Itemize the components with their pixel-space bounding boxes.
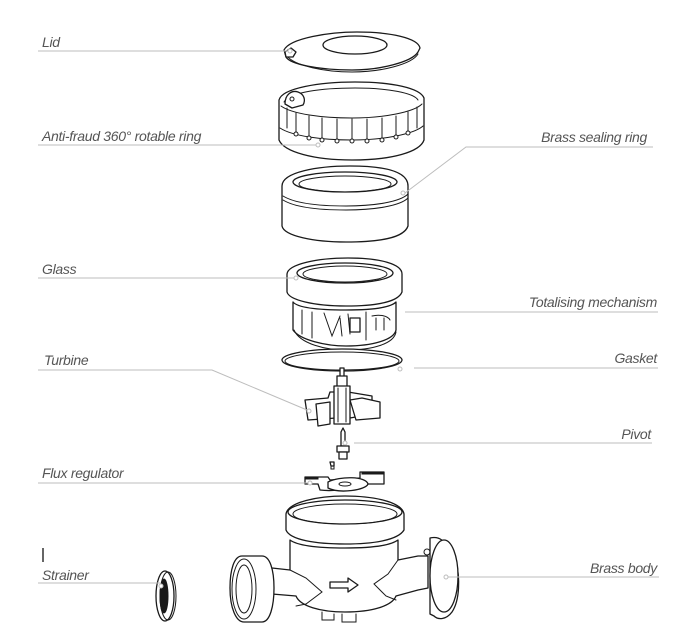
label-brass-sealing-ring: Brass sealing ring xyxy=(541,129,647,145)
label-turbine: Turbine xyxy=(44,352,89,368)
leader-turbine xyxy=(38,369,308,411)
lid-part xyxy=(283,31,421,73)
pivot-part xyxy=(336,427,350,460)
labels: Lid Anti-fraud 360° rotable ring Brass s… xyxy=(41,34,659,583)
label-brass-body: Brass body xyxy=(590,560,658,576)
glass-part xyxy=(286,257,403,307)
flux-regulator-part xyxy=(304,461,385,492)
label-strainer: Strainer xyxy=(42,567,90,583)
brass-body-part xyxy=(229,495,460,623)
label-gasket: Gasket xyxy=(614,350,658,366)
leader-sealing xyxy=(404,146,653,194)
label-glass: Glass xyxy=(42,261,77,277)
label-totalising-mechanism: Totalising mechanism xyxy=(529,294,658,310)
leader-lines xyxy=(38,48,659,589)
turbine-part xyxy=(304,367,381,427)
label-antifraud-ring: Anti-fraud 360° rotable ring xyxy=(41,128,202,144)
brass-sealing-ring-part xyxy=(281,165,409,243)
label-lid: Lid xyxy=(42,34,61,50)
strainer-part xyxy=(155,570,177,622)
label-pivot: Pivot xyxy=(621,426,652,442)
label-flux-regulator: Flux regulator xyxy=(42,465,125,481)
antifraud-ring-part xyxy=(278,81,425,161)
totalising-mechanism-part xyxy=(292,301,397,351)
